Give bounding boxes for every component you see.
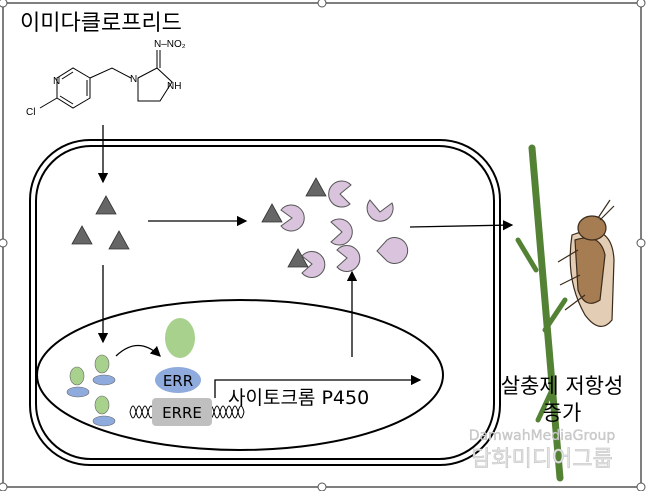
imidacloprid-structure xyxy=(39,50,173,109)
imidacloprid-molecules xyxy=(71,177,327,268)
arrows xyxy=(97,125,514,398)
watermark-en: DamwahMediaGroup xyxy=(469,428,616,444)
err-label: ERR xyxy=(163,372,193,390)
outcome-line2: 증가 xyxy=(543,401,582,425)
receptor-complexes xyxy=(66,354,116,427)
cell-outer-membrane xyxy=(29,139,501,466)
ligand-blob xyxy=(165,318,195,358)
title: 이미다클로프리드 xyxy=(20,11,182,36)
p450-enzymes xyxy=(280,180,409,278)
erre-box xyxy=(152,398,212,426)
gene-label: 사이토크롬 P450 xyxy=(228,387,369,409)
chlorine: Cl xyxy=(26,107,35,118)
cell-inner-membrane xyxy=(35,145,495,460)
nitro-group: N–NO₂ xyxy=(154,39,186,50)
outcome-line1: 살충제 저항성 xyxy=(501,374,624,398)
ring-n: N xyxy=(130,74,137,85)
erre-label: ERRE xyxy=(162,404,202,422)
watermark-ko: 담화미디어그룹 xyxy=(471,447,613,472)
insect-icon xyxy=(557,199,615,327)
plant-stem xyxy=(515,144,568,482)
err-receptor xyxy=(155,367,201,393)
nucleus xyxy=(36,299,444,451)
ring-nh: NH xyxy=(167,81,181,92)
pyridine-n: N xyxy=(53,76,60,87)
